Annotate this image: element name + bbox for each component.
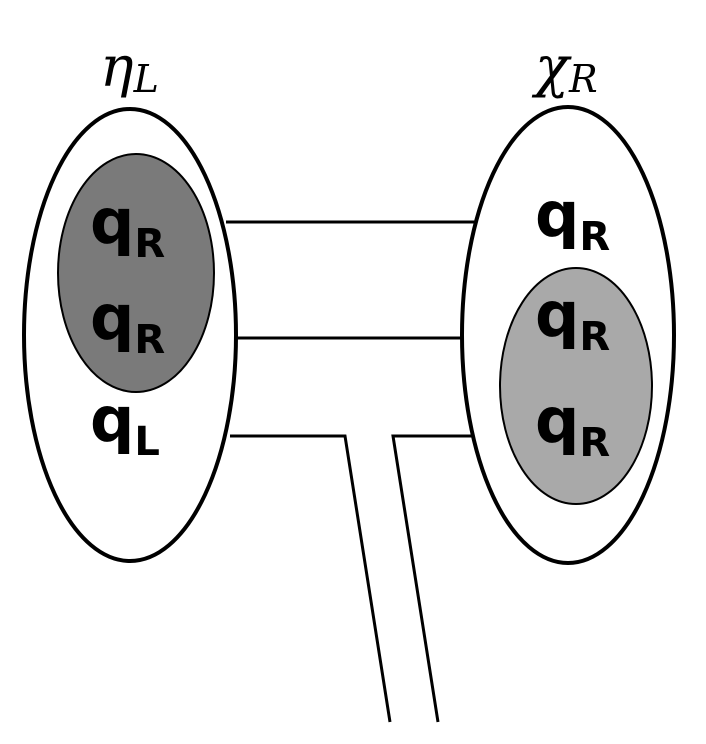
left-quark-1: qR: [90, 185, 165, 267]
left-quark-3-subscript: L: [134, 419, 160, 465]
quark-line-bottom-left: [230, 434, 392, 723]
right-quark-2: qR: [535, 278, 610, 360]
right-quark-3-subscript: R: [579, 420, 610, 466]
left-hadron-subscript: L: [133, 57, 159, 101]
right-quark-2-subscript: R: [579, 314, 610, 360]
right-quark-1: qR: [535, 178, 610, 260]
right-hadron: qR qR qR: [460, 105, 676, 565]
right-diquark: [499, 267, 653, 505]
right-quark-1-symbol: q: [535, 178, 579, 251]
left-hadron-symbol: η: [100, 35, 134, 100]
left-quark-1-subscript: R: [134, 221, 165, 267]
quark-lines: [226, 220, 476, 723]
right-hadron-symbol: χ: [531, 35, 572, 100]
left-quark-1-symbol: q: [90, 185, 134, 258]
right-hadron-subscript: R: [568, 57, 598, 101]
left-diquark: [57, 153, 215, 393]
right-quark-2-symbol: q: [535, 278, 579, 351]
left-quark-2-symbol: q: [90, 281, 134, 354]
left-quark-2: qR: [90, 281, 165, 363]
left-quark-3-symbol: q: [90, 383, 134, 456]
right-quark-3: qR: [535, 384, 610, 466]
left-quark-2-subscript: R: [134, 317, 165, 363]
quark-line-bottom-right: [391, 434, 474, 723]
right-quark-3-symbol: q: [535, 384, 579, 457]
right-hadron-label: χR: [531, 35, 598, 101]
right-quark-1-subscript: R: [579, 214, 610, 260]
left-hadron-label: ηL: [100, 35, 159, 101]
left-quark-3: qL: [90, 383, 160, 465]
left-hadron: qR qR qL: [22, 107, 238, 563]
